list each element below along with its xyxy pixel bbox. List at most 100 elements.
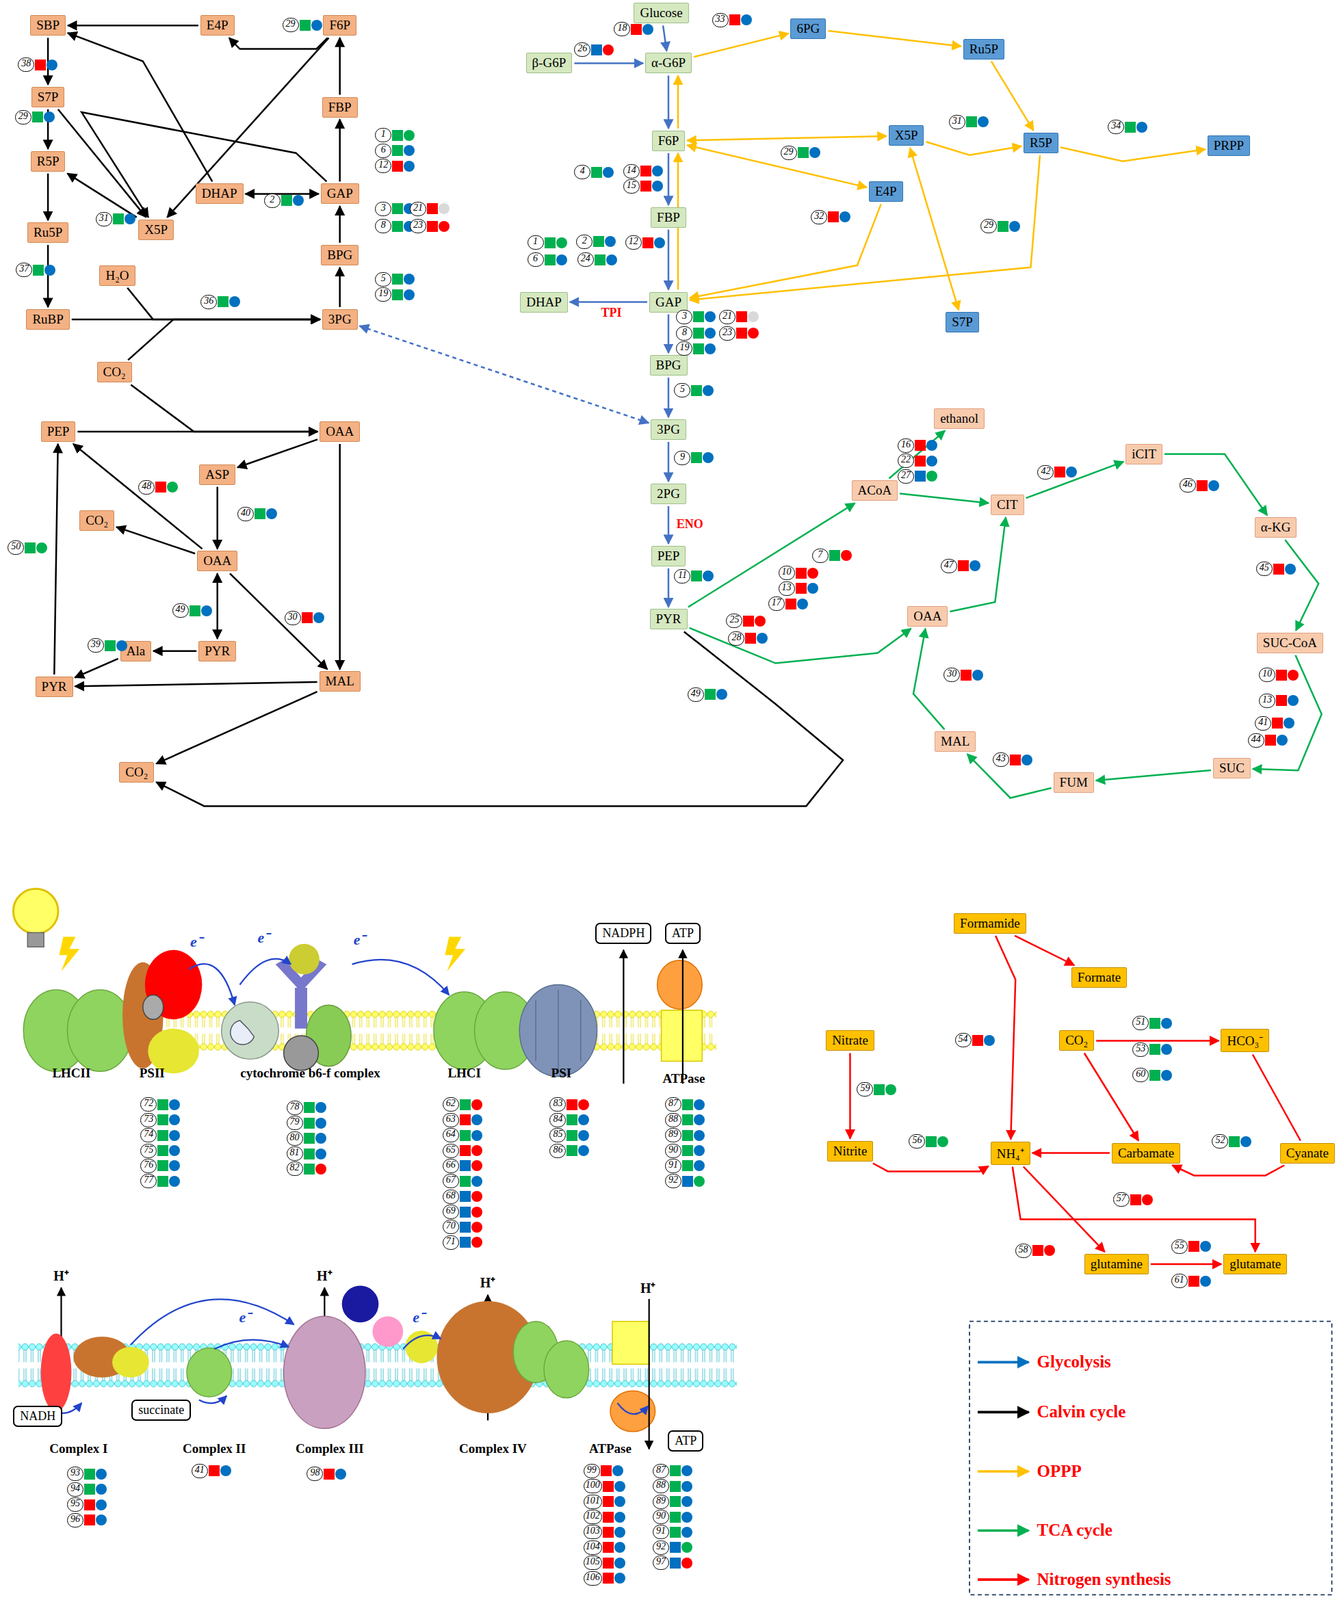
node-text: OAA	[913, 608, 942, 624]
marker-circle	[95, 1499, 107, 1511]
connector	[245, 192, 319, 195]
marker-square	[873, 1084, 885, 1096]
node-text: ASP	[205, 467, 230, 482]
marker-square	[591, 166, 603, 178]
callout: 11	[673, 569, 714, 584]
metabolite-box: SUC	[1213, 758, 1251, 779]
callout: 102	[583, 1509, 626, 1525]
callout: 49	[687, 687, 728, 702]
connector	[216, 573, 219, 639]
node-text: succinate	[138, 1403, 185, 1417]
metabolite-box: BPG	[320, 244, 359, 266]
connector	[1084, 1053, 1139, 1142]
callout-number: 21	[719, 309, 736, 325]
node-text: F6P	[658, 133, 680, 148]
marker-square	[459, 1145, 471, 1157]
atp-synthase	[612, 1321, 650, 1365]
callout-number: 41	[1254, 716, 1272, 731]
node-text: PYR	[656, 611, 682, 627]
marker-circle	[652, 180, 663, 192]
complex-i	[112, 1347, 150, 1378]
callout: 71	[442, 1235, 483, 1251]
callout: 78	[286, 1100, 327, 1116]
callout-number: 65	[442, 1143, 460, 1159]
marker-circle	[681, 1496, 693, 1508]
callout-number: 13	[1258, 693, 1276, 709]
complex-i	[41, 1334, 150, 1412]
callout: 10	[1258, 667, 1299, 683]
marker-square	[155, 481, 167, 493]
node-text: R5P	[36, 153, 60, 169]
marker-circle	[602, 166, 614, 178]
callout-number: 31	[95, 212, 113, 227]
node-text: 2PG	[656, 486, 681, 501]
marker-square	[691, 452, 702, 464]
marker-circle	[166, 481, 178, 493]
marker-circle	[1044, 1245, 1056, 1257]
marker-circle	[606, 254, 618, 266]
callout-number: 28	[727, 631, 745, 646]
marker-circle	[604, 236, 616, 247]
callout-number: 29	[980, 218, 997, 234]
callout: 106	[583, 1571, 626, 1586]
callout: 46	[1179, 478, 1220, 493]
callout-number: 3	[675, 309, 693, 325]
callout: 33	[712, 12, 752, 28]
node-text: GAP	[655, 294, 682, 310]
node-text: E4P	[206, 17, 229, 33]
legend-text: Glycolysis	[1036, 1352, 1111, 1372]
connector	[688, 503, 856, 608]
marker-square	[602, 1512, 614, 1523]
marker-circle	[654, 237, 666, 249]
metabolite-box: Glucose	[633, 2, 689, 24]
marker-circle	[95, 1514, 107, 1526]
marker-circle	[471, 1130, 483, 1142]
callout: 55	[1171, 1239, 1212, 1255]
callout: 44	[1247, 733, 1288, 748]
marker-square	[1149, 1044, 1161, 1056]
ion-label: e⁻	[353, 928, 366, 949]
callout: 30	[284, 610, 325, 626]
callout: 56	[908, 1134, 949, 1149]
electron-arrow	[214, 1340, 289, 1350]
node-text: ATP	[671, 926, 694, 941]
node-text: Ala	[126, 643, 146, 659]
marker-square	[925, 1136, 937, 1148]
connector	[73, 444, 203, 549]
marker-circle	[839, 211, 851, 223]
node-text: PYR	[204, 643, 230, 659]
node-text: β-G6P	[532, 55, 567, 70]
marker-circle	[313, 612, 325, 624]
callout: 87	[652, 1464, 693, 1479]
light-bulb	[12, 888, 59, 947]
node-text: CO₂	[125, 764, 148, 780]
marker-square	[827, 211, 839, 223]
marker-circle	[315, 1102, 327, 1114]
metabolite-box: R5P	[1023, 132, 1059, 154]
metabolite-box: X5P	[138, 219, 174, 241]
callout-number: 84	[549, 1113, 566, 1128]
connector	[1026, 461, 1125, 499]
ion-label: e⁻	[239, 1306, 252, 1327]
connector	[75, 682, 318, 687]
callout: 3	[374, 201, 415, 217]
callout-number: 104	[583, 1540, 603, 1556]
callout: 3	[675, 309, 716, 325]
callout-number: 87	[665, 1097, 682, 1112]
callout: 100	[583, 1479, 626, 1494]
callout: 94	[67, 1482, 107, 1497]
metabolite-box: PRPP	[1207, 135, 1251, 156]
cytochrome-b6f	[288, 944, 320, 975]
metabolite-box: glutamate	[1223, 1254, 1287, 1275]
marker-circle	[702, 570, 714, 582]
connector	[689, 628, 912, 664]
callout-number: 58	[1015, 1243, 1032, 1259]
callout-number: 36	[200, 294, 217, 310]
marker-square	[303, 1102, 315, 1114]
marker-square	[729, 14, 741, 26]
complex-iii	[283, 1286, 438, 1430]
marker-circle	[1283, 717, 1295, 729]
marker-square	[1276, 669, 1287, 681]
marker-circle	[471, 1191, 483, 1203]
marker-circle	[740, 14, 752, 26]
